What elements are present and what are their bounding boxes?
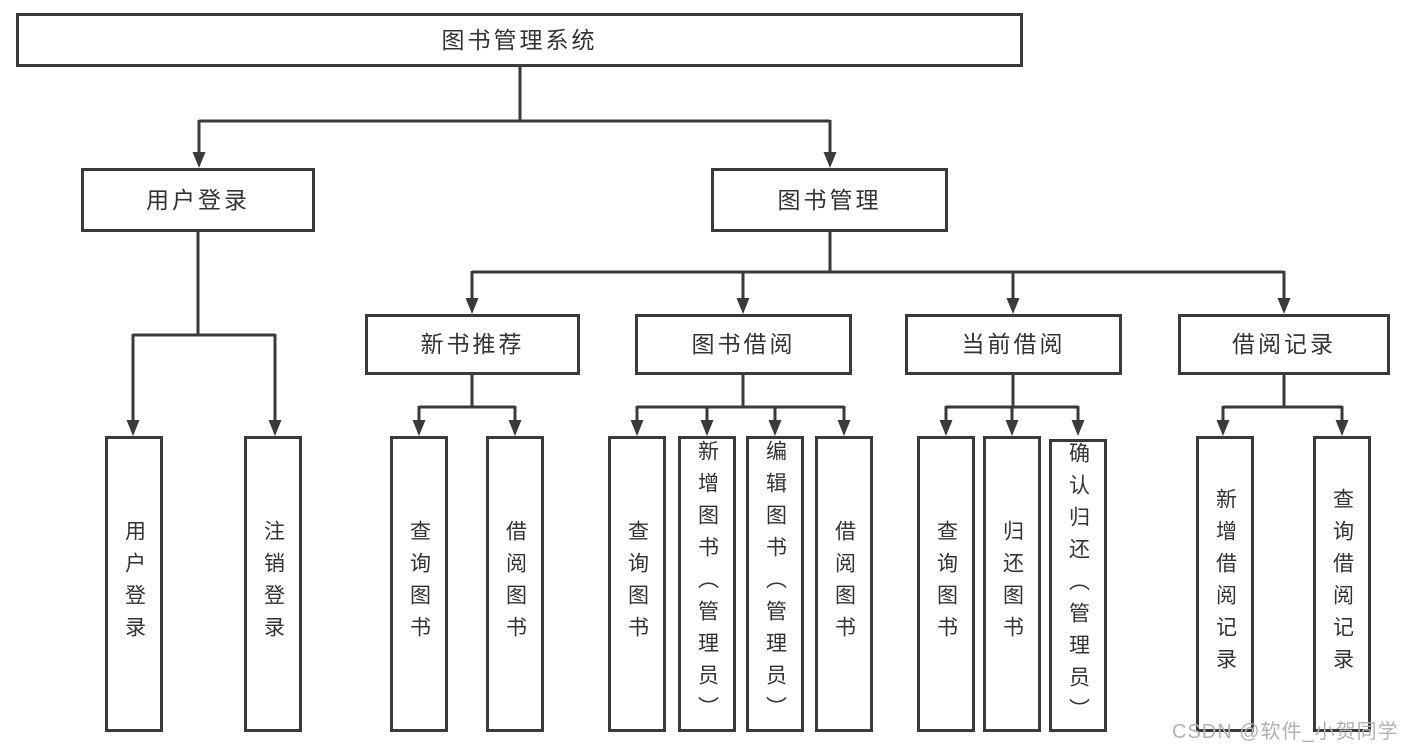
connector-root-to-level2 [192, 67, 837, 168]
leaf-logout: 注销登录 [244, 436, 302, 732]
leaf-query-books-current: 查询图书 [917, 436, 975, 732]
node-book-borrow: 图书借阅 [635, 314, 852, 375]
leaf-add-borrow-record: 新增借阅记录 [1196, 436, 1254, 732]
connector-new-book-recommend-children [412, 375, 522, 436]
connector-current-borrow-children [939, 375, 1085, 436]
leaf-add-book-admin: 新增图书（管理员） [678, 436, 736, 732]
node-current-borrow: 当前借阅 [905, 314, 1122, 375]
leaf-return-book: 归还图书 [983, 436, 1041, 732]
leaf-edit-book-admin: 编辑图书（管理员） [746, 436, 804, 732]
node-book-management: 图书管理 [711, 168, 948, 232]
node-new-book-recommend: 新书推荐 [365, 314, 580, 375]
leaf-query-borrow-record: 查询借阅记录 [1313, 436, 1371, 732]
node-root: 图书管理系统 [16, 13, 1023, 67]
node-borrow-records: 借阅记录 [1178, 314, 1390, 375]
leaf-borrow-books: 借阅图书 [815, 436, 873, 732]
connector-book-borrow-children [630, 375, 851, 436]
leaf-query-books-recommend: 查询图书 [390, 436, 448, 732]
connector-book-management-children [465, 232, 1291, 314]
node-user-login: 用户登录 [81, 168, 315, 232]
leaf-query-books-borrow: 查询图书 [608, 436, 666, 732]
leaf-confirm-return-admin: 确认归还（管理员） [1049, 439, 1107, 732]
connector-borrow-records-children [1216, 375, 1349, 436]
csdn-watermark: CSDN @软件_小贺同学 [1172, 721, 1399, 743]
connector-user-login-children [126, 232, 282, 436]
leaf-user-login: 用户登录 [105, 436, 163, 732]
leaf-borrow-books-recommend: 借阅图书 [486, 436, 544, 732]
